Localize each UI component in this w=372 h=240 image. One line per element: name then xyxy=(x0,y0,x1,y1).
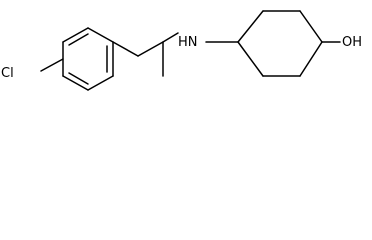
cyclohexane-ring xyxy=(237,10,323,77)
hydroxyl-label: OH xyxy=(342,35,362,50)
ring-bond-5 xyxy=(62,75,89,91)
ring-bond-4 xyxy=(87,75,114,91)
methyl-bond xyxy=(137,41,164,57)
ring-double-bond-3 xyxy=(68,72,89,85)
cyclohexane-bond-1 xyxy=(237,10,264,43)
amine-label: HN xyxy=(178,35,198,50)
cyclohexane-bond-3 xyxy=(299,10,323,43)
ring-double-bond-1 xyxy=(68,33,89,46)
ch-to-nh-bond xyxy=(162,32,179,43)
ring-to-ch-bond xyxy=(112,41,139,57)
ring-bond-1 xyxy=(62,27,89,43)
ring-bond-2 xyxy=(87,27,114,43)
molecule-diagram: Cl HN OH xyxy=(1,10,362,91)
cyclohexane-bond-4 xyxy=(299,41,323,77)
chlorine-label: Cl xyxy=(1,66,14,81)
cyclohexane-bond-6 xyxy=(237,41,264,77)
chlorophenyl-ring xyxy=(62,27,114,91)
chlorine-bond xyxy=(40,58,64,72)
